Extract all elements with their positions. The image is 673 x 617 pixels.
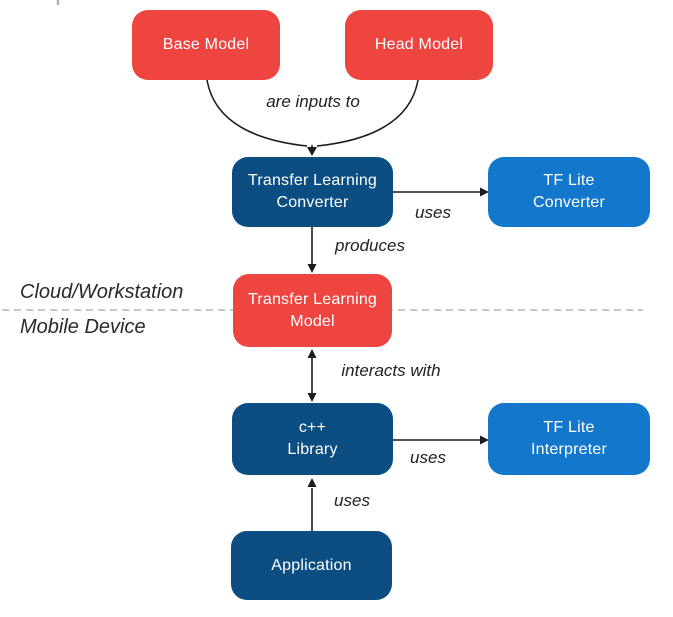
arrowhead-interacts-up [307,349,317,358]
node-head-model: Head Model [345,10,493,80]
edge-label-interacts-with: interacts with [341,361,441,380]
node-application-label: Application [271,556,352,574]
node-tf-lite-converter: TF Lite Converter [488,157,650,227]
node-base-model-label: Base Model [162,36,250,53]
region-label-mobile-device: Mobile Device [20,316,146,338]
node-transfer-learning-converter-label: Transfer Learning Converter [247,172,378,211]
edge-head-model-curve [316,79,419,147]
edge-label-uses-library: uses [334,491,370,510]
node-transfer-learning-model: Transfer Learning Model [233,274,392,347]
node-application: Application [231,531,392,600]
edge-base-model-curve [206,79,308,147]
node-tf-lite-interpreter: TF Lite Interpreter [488,403,650,475]
node-cpp-library-label: c++ Library [287,419,338,458]
node-tf-lite-converter-label: TF Lite Converter [532,172,606,211]
node-base-model: Base Model [132,10,280,80]
node-transfer-learning-model-label: Transfer Learning Model [247,290,378,330]
edge-label-produces: produces [335,236,405,255]
arrowhead-uses-converter [480,187,489,197]
arrowhead-uses-library-up [307,478,317,487]
arrowhead-inputs-down [307,147,317,156]
arrowhead-uses-interpreter [480,435,489,445]
node-head-model-label: Head Model [374,36,464,53]
edge-label-uses-converter: uses [415,203,451,222]
node-transfer-learning-converter: Transfer Learning Converter [232,157,393,227]
arrowhead-interacts-down [307,393,317,402]
edge-label-uses-interpreter: uses [410,448,446,467]
node-cpp-library: c++ Library [232,403,393,475]
edge-label-are-inputs-to: are inputs to [266,92,360,111]
region-label-cloud-workstation: Cloud/Workstation [20,281,184,303]
node-tf-lite-interpreter-label: TF Lite Interpreter [530,419,607,458]
arrowhead-produces-down [307,264,317,273]
